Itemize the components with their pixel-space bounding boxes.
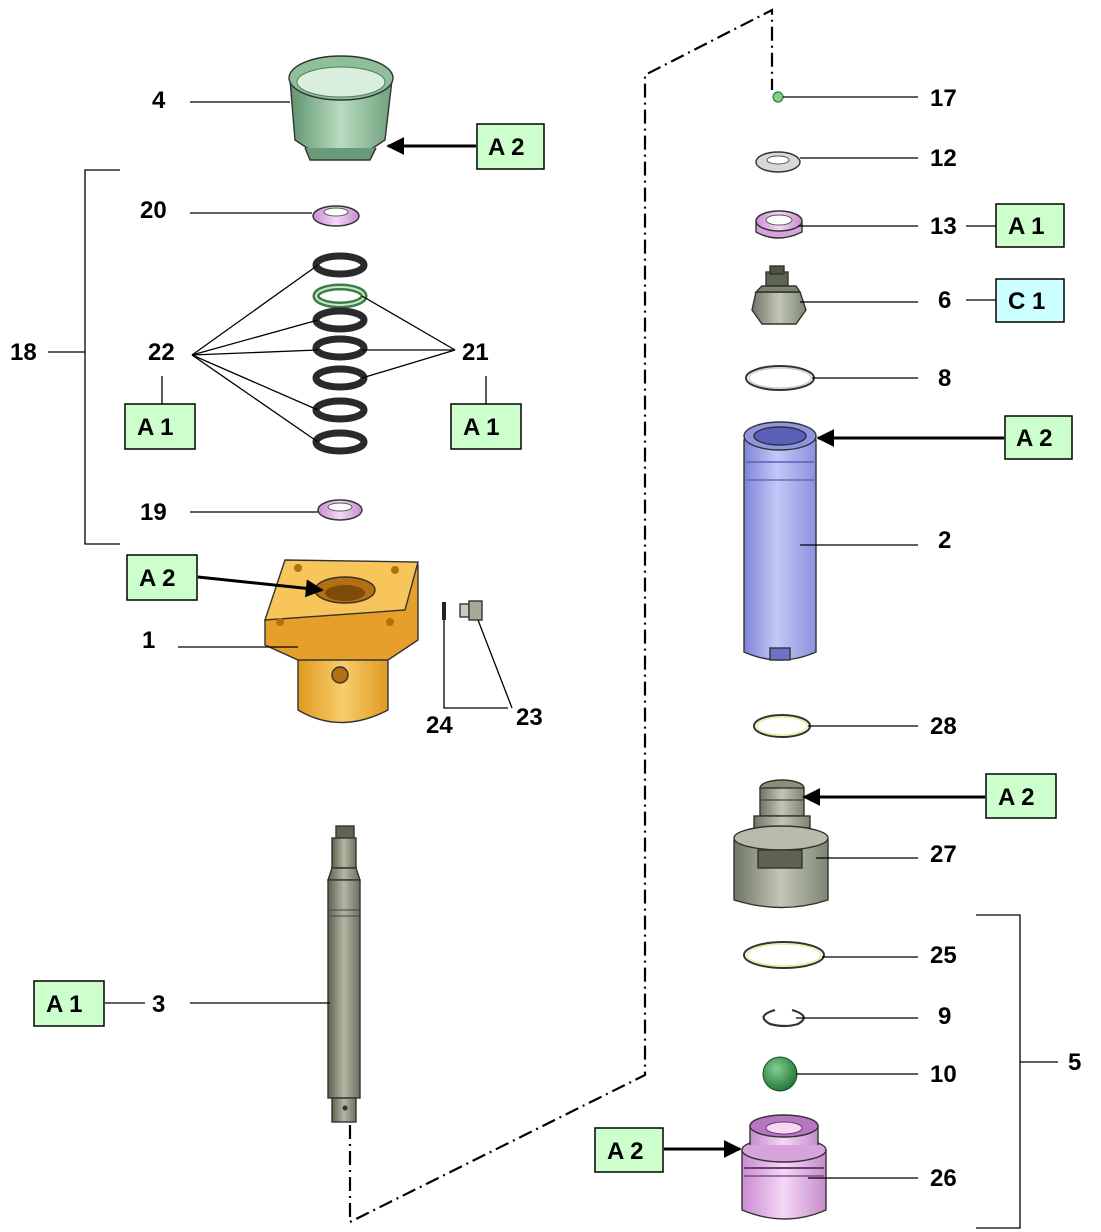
label-part-23: 23 <box>516 704 543 731</box>
part-labels: 4 20 18 22 21 19 1 24 23 3 17 12 13 6 8 … <box>10 85 1081 1192</box>
part-3-shaft <box>327 825 361 1123</box>
label-part-4: 4 <box>152 87 166 114</box>
part-1-housing <box>264 559 419 724</box>
part-10-ball <box>762 1056 798 1092</box>
part-9-clip <box>762 1008 805 1028</box>
part-20-ring <box>312 205 360 227</box>
label-part-24: 24 <box>426 712 453 739</box>
label-part-19: 19 <box>140 499 167 526</box>
label-part-1: 1 <box>142 627 155 654</box>
svg-text:A 2: A 2 <box>1016 425 1052 452</box>
tag-a2-cup: A 2 <box>476 123 545 170</box>
tag-a2-part-26: A 2 <box>594 1127 664 1173</box>
part-4-cup <box>288 55 394 161</box>
part-19-ring <box>317 499 363 521</box>
svg-text:C 1: C 1 <box>1008 288 1045 315</box>
label-part-12: 12 <box>930 145 957 172</box>
tag-a1-part-13: A 1 <box>995 203 1065 248</box>
label-part-10: 10 <box>930 1061 957 1088</box>
part-13-ring <box>755 210 803 239</box>
label-part-20: 20 <box>140 197 167 224</box>
tag-a2-cylinder: A 2 <box>1004 415 1073 460</box>
part-27-foot-valve-housing <box>733 779 829 909</box>
tag-a1-shaft: A 1 <box>33 980 105 1027</box>
tag-a1-packing-22: A 1 <box>124 403 196 450</box>
label-part-28: 28 <box>930 713 957 740</box>
part-2-cylinder <box>743 421 817 661</box>
label-part-21: 21 <box>462 339 489 366</box>
part-28-oring <box>753 714 811 738</box>
tag-a1-packing-21: A 1 <box>450 403 522 450</box>
tag-arrows <box>197 137 1004 1158</box>
label-part-8: 8 <box>938 365 951 392</box>
label-part-22: 22 <box>148 339 175 366</box>
tag-a2-housing: A 2 <box>126 554 198 601</box>
v-packing-stack <box>312 252 368 455</box>
part-8-oring <box>745 365 815 391</box>
part-25-oring <box>743 941 825 969</box>
part-23-nipple <box>459 600 483 621</box>
leader-lines <box>48 96 1058 1229</box>
label-part-17: 17 <box>930 85 957 112</box>
part-17-ball <box>772 91 784 103</box>
part-24-pin <box>442 602 446 620</box>
part-26-valve-seat <box>741 1114 827 1220</box>
label-part-18: 18 <box>10 339 37 366</box>
svg-text:A 1: A 1 <box>1008 213 1044 240</box>
svg-text:A 2: A 2 <box>488 134 524 161</box>
label-part-2: 2 <box>938 527 951 554</box>
label-part-26: 26 <box>930 1165 957 1192</box>
label-part-9: 9 <box>938 1003 951 1030</box>
label-part-13: 13 <box>930 213 957 240</box>
part-12-ring <box>755 151 801 173</box>
svg-text:A 2: A 2 <box>139 565 175 592</box>
label-part-25: 25 <box>930 942 957 969</box>
svg-text:A 2: A 2 <box>998 784 1034 811</box>
assembly-axis-line <box>348 8 774 1224</box>
label-part-3: 3 <box>152 991 165 1018</box>
svg-text:A 1: A 1 <box>137 414 173 441</box>
svg-text:A 1: A 1 <box>46 991 82 1018</box>
label-part-6: 6 <box>938 287 951 314</box>
part-6-valve <box>751 265 807 325</box>
label-part-27: 27 <box>930 841 957 868</box>
tag-c1-part-6: C 1 <box>995 278 1065 323</box>
tag-a2-part-27: A 2 <box>985 773 1057 819</box>
svg-text:A 2: A 2 <box>607 1138 643 1165</box>
svg-text:A 1: A 1 <box>463 414 499 441</box>
label-part-5: 5 <box>1068 1049 1081 1076</box>
